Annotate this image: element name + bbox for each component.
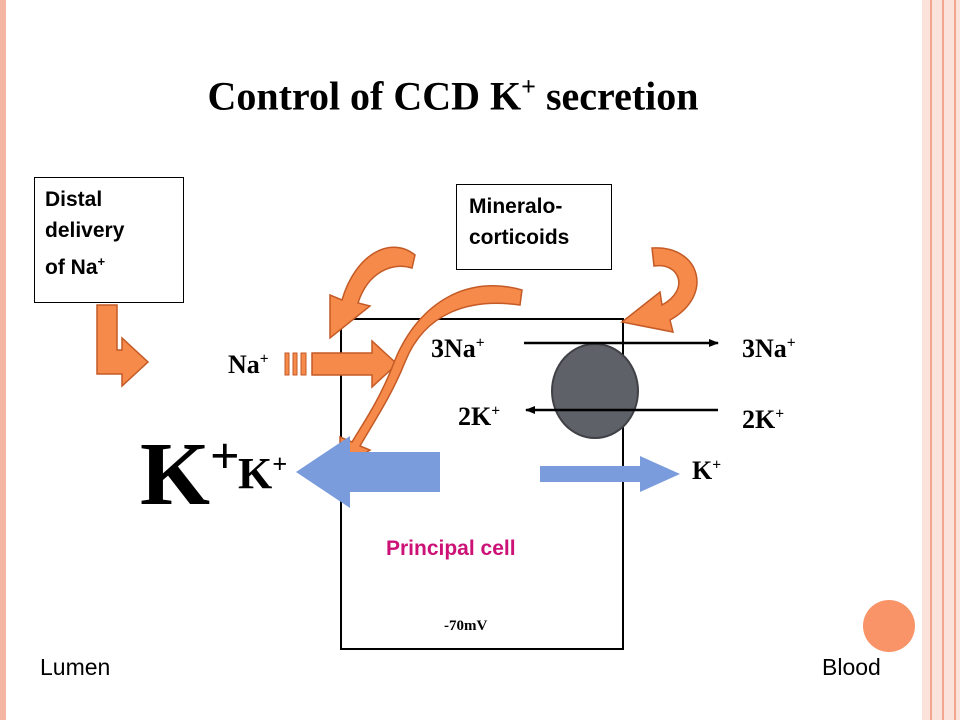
two-k-inside-label: 2K+: [458, 402, 501, 431]
k-lumen-label: K+: [238, 448, 288, 498]
slide-right-border: [922, 0, 960, 720]
k-large-label: K+: [140, 425, 240, 524]
mineralocorticoid-arrow-2: [339, 285, 523, 472]
principal-cell-label: Principal cell: [386, 537, 516, 560]
slide-left-border: [0, 0, 6, 720]
mineralocorticoid-arrow-3: [620, 247, 698, 333]
k-basolateral-arrow: [540, 456, 680, 492]
mineralocorticoids-box: Mineralo- corticoids: [456, 184, 612, 270]
lumen-label: Lumen: [40, 654, 111, 680]
mineralocorticoid-arrow-1: [329, 246, 416, 340]
membrane-potential-label: -70mV: [444, 618, 488, 634]
three-na-inside-label: 3Na+: [431, 334, 485, 363]
three-na-outside-label: 3Na+: [742, 334, 796, 363]
k-blood-label: K+: [692, 456, 722, 485]
blood-label: Blood: [822, 654, 881, 680]
na-entry-arrow: [284, 339, 399, 389]
distal-delivery-arrow: [96, 304, 150, 388]
slide-decoration-circle: [863, 600, 915, 652]
slide-title: Control of CCD K+ secretion: [207, 72, 699, 119]
na-lumen-label: Na+: [228, 350, 269, 379]
distal-delivery-box: Distal delivery of Na+: [34, 177, 184, 303]
k-secretion-arrow: [296, 436, 440, 508]
two-k-outside-label: 2K+: [742, 405, 785, 434]
na-k-atpase-pump: [551, 343, 639, 439]
